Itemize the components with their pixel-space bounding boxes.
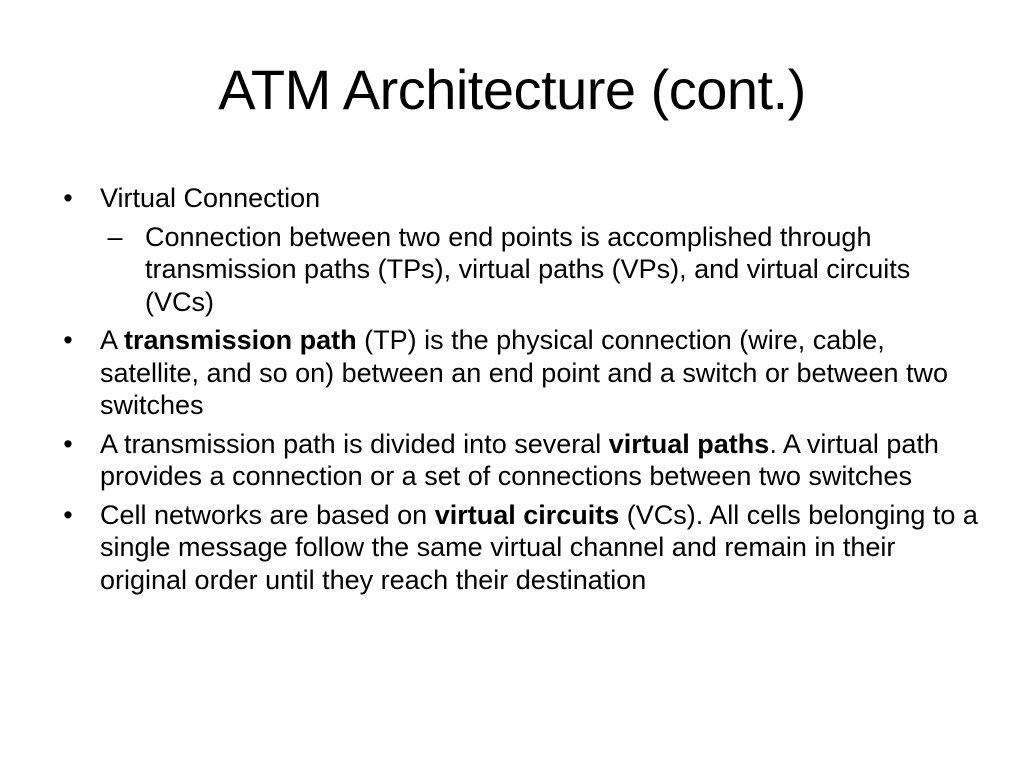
bullet-text-post: (VCs). All cells belonging to a single m…: [100, 499, 978, 595]
dash-marker: –: [107, 221, 123, 252]
bullet-item-virtual-connection: • Virtual Connection – Connection betwee…: [58, 182, 978, 318]
bullet-text-pre: A: [100, 325, 125, 355]
bullet-item-transmission-path: • A transmission path (TP) is the physic…: [58, 324, 978, 422]
bullet-text-bold: transmission path: [124, 325, 357, 355]
bullet-item-virtual-paths: • A transmission path is divided into se…: [58, 428, 978, 493]
bullet-text-pre: Cell networks are based on: [100, 499, 435, 530]
bullet-text-pre: A transmission path is divided into seve…: [100, 428, 609, 459]
bullet-text-post: . A virtual path provides a connection o…: [100, 428, 939, 492]
sub-bullet-item: – Connection between two end points is a…: [100, 221, 978, 319]
bullet-marker: •: [63, 499, 73, 530]
bullet-text: Virtual Connection: [100, 183, 321, 213]
bullet-marker: •: [63, 183, 73, 213]
sub-bullet-text: Connection between two end points is acc…: [145, 221, 911, 317]
bullet-text-post: (TP) is the physical connection (wire, c…: [100, 325, 949, 420]
bullet-item-virtual-circuits: • Cell networks are based on virtual cir…: [58, 499, 978, 597]
slide-body: • Virtual Connection – Connection betwee…: [58, 182, 978, 602]
bullet-text-bold: virtual circuits: [434, 499, 620, 530]
bullet-marker: •: [63, 428, 73, 459]
slide-title: ATM Architecture (cont.): [218, 58, 806, 121]
bullet-text-bold: virtual paths: [608, 428, 770, 459]
bullet-marker: •: [63, 325, 73, 355]
